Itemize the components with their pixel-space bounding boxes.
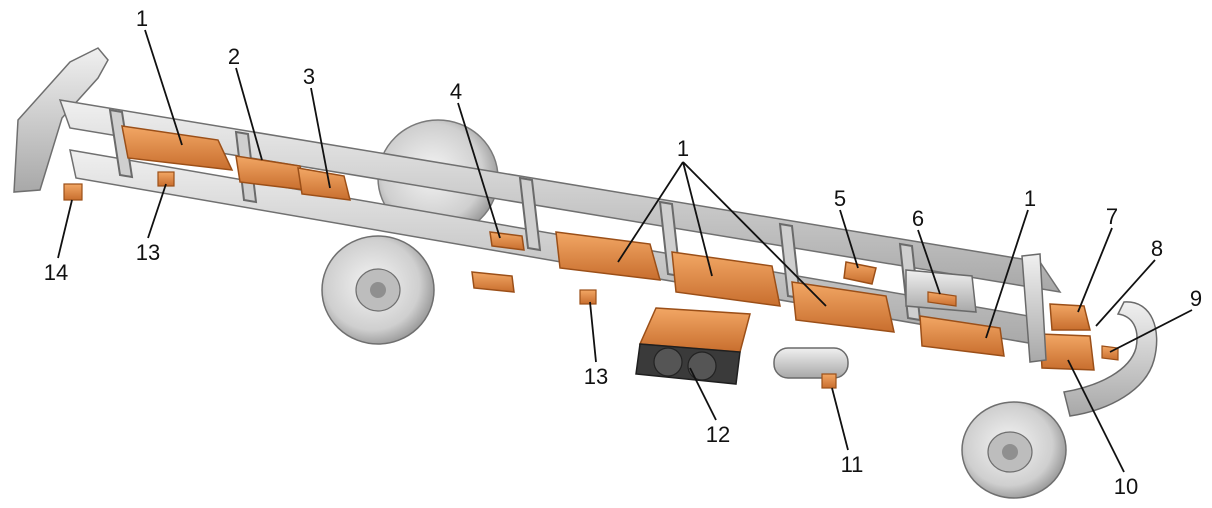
component-14 [63,183,83,201]
component-4 [489,231,525,251]
fan-left [653,347,683,377]
rear-wheel-center [370,282,386,298]
front-wheel-center [1002,444,1018,460]
callout-6: 6 [912,206,924,231]
component-3 [297,167,351,201]
battery-pack-front [919,315,1005,357]
component-11-tank [773,347,849,379]
component-9 [1101,345,1119,361]
component-6-housing [905,269,977,313]
callout-8: 8 [1151,236,1163,261]
callout-1a: 1 [136,6,148,31]
component-5 [843,261,877,285]
callout-9: 9 [1190,286,1202,311]
component-13-rear [157,171,175,187]
battery-pack-mid-3 [791,281,895,333]
callout-1c: 1 [1024,186,1036,211]
battery-pack-mid-2 [671,251,781,307]
under-frame-box [471,271,515,293]
callout-10: 10 [1114,474,1138,499]
component-13-mid [579,289,597,305]
front-mast [1021,253,1047,363]
battery-pack-mid-1 [555,231,662,281]
fan-right [687,351,717,381]
callout-7: 7 [1106,204,1118,229]
callout-14: 14 [44,260,68,285]
chassis-illustration [13,47,1158,499]
callout-11: 11 [841,452,864,477]
component-10 [1039,333,1095,371]
callout-13b: 13 [584,364,608,389]
frame-rail-top [58,99,1062,294]
callout-12: 12 [706,422,730,447]
callout-labels: 1 2 3 4 1 5 6 1 7 8 9 10 11 12 13 13 14 [44,6,1202,499]
leader-lines [57,29,1193,473]
rear-bumper [13,47,109,193]
front-bumper [1063,301,1158,417]
callout-13a: 13 [136,240,160,265]
callout-5: 5 [834,186,846,211]
battery-pack-rear [121,125,234,171]
callout-1b: 1 [677,136,689,161]
component-11 [821,373,837,389]
callout-2: 2 [228,44,240,69]
callout-4: 4 [450,79,462,104]
component-7 [1049,303,1091,331]
component-6 [927,291,957,307]
callout-3: 3 [303,64,315,89]
